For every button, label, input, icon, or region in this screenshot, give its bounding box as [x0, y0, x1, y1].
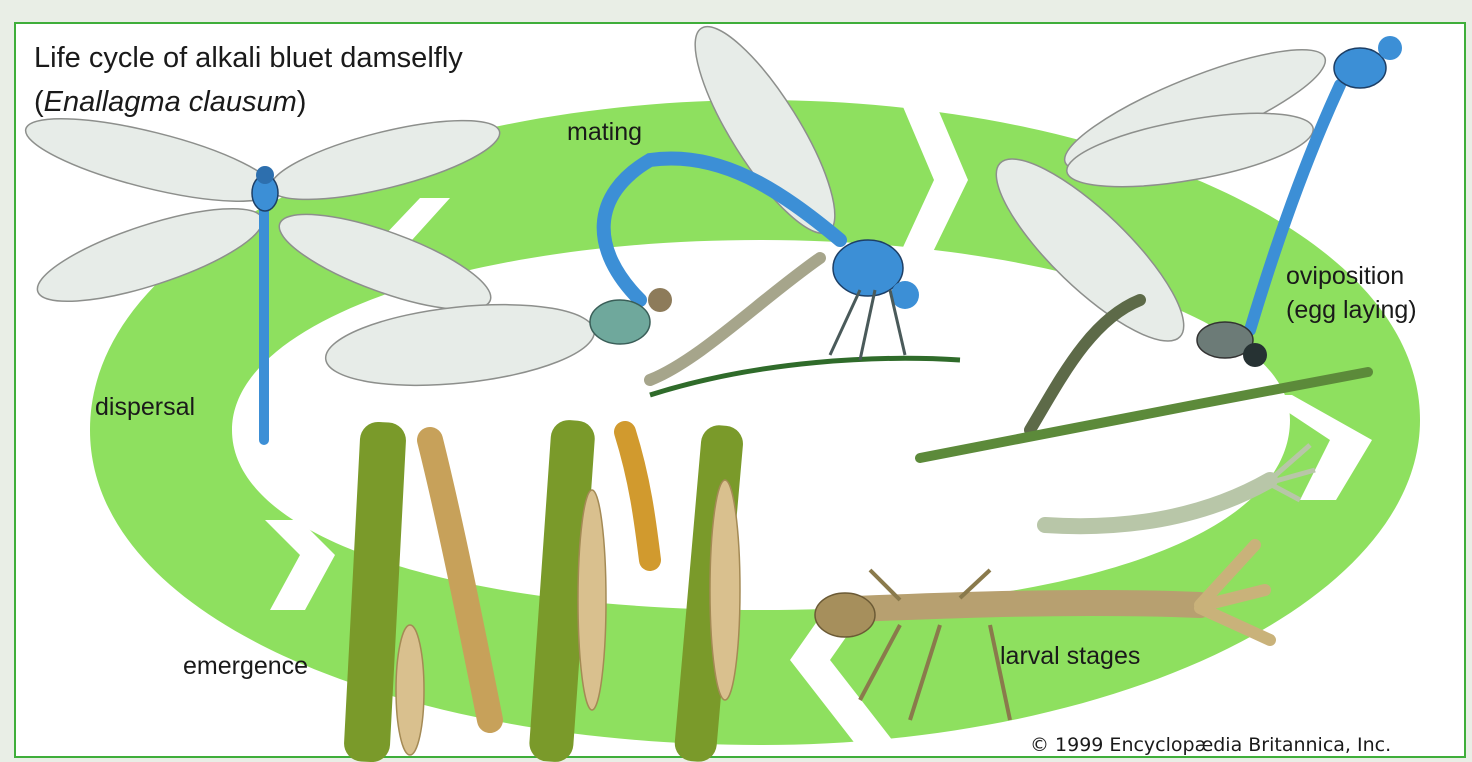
female-abdomen — [650, 258, 820, 380]
label-dispersal: dispersal — [95, 393, 195, 422]
label-larval-stages: larval stages — [1000, 642, 1140, 671]
label-emergence: emergence — [183, 652, 308, 681]
figure-title: Life cycle of alkali bluet damselfly — [34, 42, 463, 75]
exuvia — [710, 480, 740, 700]
female-thorax — [590, 300, 650, 344]
dispersal-damselfly — [19, 102, 506, 445]
figure-subtitle: (Enallagma clausum) — [34, 86, 306, 119]
species-name: Enallagma clausum — [44, 86, 297, 118]
male-head — [1378, 36, 1402, 60]
label-mating: mating — [567, 118, 642, 147]
head — [256, 166, 274, 184]
male-thorax — [1334, 48, 1386, 88]
abdomen — [259, 205, 269, 445]
exuvia — [396, 625, 424, 755]
copyright-notice: © 1999 Encyclopædia Britannica, Inc. — [1030, 734, 1391, 756]
large-larva — [830, 603, 1200, 610]
leaf — [650, 358, 960, 395]
female-head — [648, 288, 672, 312]
label-egg-laying: (egg laying) — [1286, 296, 1417, 325]
wing — [322, 293, 598, 397]
label-oviposition: oviposition — [1286, 262, 1404, 291]
male-head — [891, 281, 919, 309]
larva-head — [815, 593, 875, 637]
emerging-adult — [625, 432, 650, 560]
male-thorax — [833, 240, 903, 296]
female-head — [1243, 343, 1267, 367]
exuvia — [578, 490, 606, 710]
wing — [19, 102, 281, 218]
